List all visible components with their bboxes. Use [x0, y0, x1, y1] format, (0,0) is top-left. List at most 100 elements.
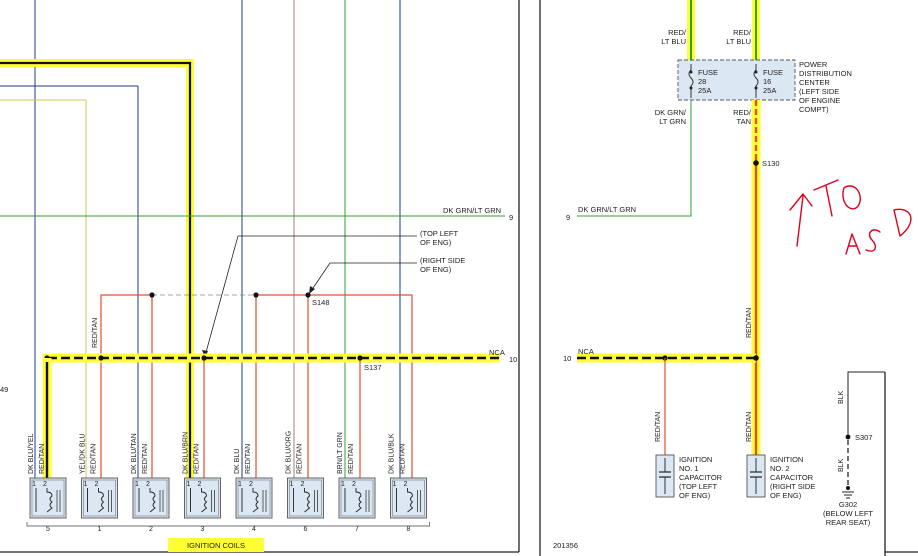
nca-dot-s137: [357, 355, 363, 361]
pdc-label-line2: DISTRIBUTION: [799, 69, 852, 78]
fuse16-out-label-line2: TAN: [737, 117, 751, 126]
coil-pin1-wire-label: DK BLU/TAN: [131, 433, 138, 474]
wire-10-number-right: 10: [563, 354, 571, 363]
cap2-label-line1: IGNITION: [770, 455, 803, 464]
coil-number: 4: [252, 526, 256, 533]
coil-pin2-number: 2: [249, 481, 253, 488]
cap1-label-line2: NO. 1: [679, 464, 699, 473]
coil-connector-inner: [186, 479, 219, 517]
cap2-label-line3: CAPACITOR: [770, 473, 814, 482]
capacitor-2-body: [746, 454, 766, 498]
fuse-16-number: 16: [763, 77, 771, 86]
wire-9-label: DK GRN/LT GRN: [443, 206, 501, 215]
cap1-label-line5: OF ENG): [679, 491, 711, 500]
coil-core-icon: [417, 490, 421, 512]
coil-pin1-wire-label: DK BLU/YEL: [28, 433, 35, 474]
s130-dot: [753, 160, 759, 166]
coil-winding-icon: [190, 488, 208, 513]
coil-connector-inner: [237, 479, 271, 517]
s148-label: S148: [312, 298, 330, 307]
coil-connector-inner: [83, 479, 116, 517]
cap1-wire-label: RED/TAN: [655, 412, 662, 442]
coil-number: 6: [304, 526, 308, 533]
cap1-label-line1: IGNITION: [679, 455, 712, 464]
coil-pin2-wire-label: RED/TAN: [194, 444, 201, 474]
coil-connector-inner: [289, 479, 322, 517]
wire-9-label-right: DK GRN/LT GRN: [578, 205, 636, 214]
coil-pin1-wire-label: DK BLU/BRN: [183, 432, 190, 474]
highlighted-dk-blu-brn-wire: [0, 61, 192, 487]
coil-pin2-wire-label: RED/TAN: [400, 444, 407, 474]
right-panel: RED/ LT BLU RED/ LT BLU FUSE 28 25A FUSE…: [539, 0, 918, 556]
fuse-16-name: FUSE: [763, 68, 783, 77]
splice-dot-s148: [305, 292, 311, 298]
fuse28-feed-label-line2: LT BLU: [661, 37, 686, 46]
wire-9-number-right: 9: [566, 213, 570, 222]
nca-wire-glow: [42, 353, 500, 487]
note-right-side-eng-line1: (RIGHT SIDE: [420, 256, 465, 265]
coil-core-icon: [211, 490, 215, 512]
coil-number: 2: [149, 526, 153, 533]
leader-right-side-eng: [310, 262, 417, 292]
handwritten-t: [813, 179, 839, 217]
note-top-left-eng-line1: (TOP LEFT: [420, 229, 458, 238]
coil-pin1-number: 1: [32, 481, 36, 488]
coil-pin1-wire-label: DK BLU/ORG: [286, 431, 293, 474]
leader-top-left-eng: [204, 235, 417, 357]
red-tan-riser-label: RED/TAN: [746, 308, 753, 338]
fuse-28-pin-bottom: [689, 86, 693, 90]
handwritten-note-to-asd: [789, 179, 912, 255]
cap1-label-line3: CAPACITOR: [679, 473, 723, 482]
fuse28-out-label-line2: LT GRN: [659, 117, 686, 126]
coil-pin2-number: 2: [43, 481, 47, 488]
coil-pin2-number: 2: [146, 481, 150, 488]
pdc-label-line3: CENTER: [799, 78, 830, 87]
handwritten-a: [845, 233, 861, 255]
pdc-label-line1: POWER: [799, 60, 828, 69]
coil-pin1-number: 1: [393, 481, 397, 488]
cap2-label-line5: OF ENG): [770, 491, 802, 500]
coil-pin1-number: 1: [135, 481, 139, 488]
coil-pin2-number: 2: [198, 481, 202, 488]
nca-dot-3: [201, 355, 207, 361]
left-panel: DK GRN/LT GRN 9 (TOP LEFT OF ENG) (RIGHT…: [0, 0, 520, 553]
coil-core-icon: [314, 490, 318, 512]
ground-label-line2: (BELOW LEFT: [823, 509, 873, 518]
pdc-label-line4: (LEFT SIDE: [799, 87, 839, 96]
power-distribution-center-box: [677, 59, 796, 101]
g302-ground-dot: [846, 486, 850, 490]
nca-dot-2: [98, 355, 104, 361]
fuse-16-pin-top: [754, 70, 758, 74]
coil-pin2-wire-label: RED/TAN: [91, 444, 98, 474]
coil-connector-inner: [134, 479, 168, 517]
note-top-left-eng-line2: OF ENG): [420, 238, 452, 247]
coil-pin1-number: 1: [187, 481, 191, 488]
coil-pin2-wire-label: RED/TAN: [39, 444, 46, 474]
handwritten-o: [842, 185, 861, 210]
coil-core-icon: [262, 490, 267, 512]
fuse-28-rating: 25A: [698, 86, 711, 95]
capacitor-1-body: [655, 454, 675, 498]
coil-pin1-number: 1: [290, 481, 294, 488]
coil-core-icon: [108, 490, 112, 512]
s307-label: S307: [855, 433, 873, 442]
coil-pin1-wire-label: DK BLU: [234, 449, 241, 474]
pdc-label-line5: OF ENGINE: [799, 96, 840, 105]
coil-number: 1: [98, 526, 102, 533]
coil-pin2-number: 2: [404, 481, 408, 488]
coil-winding-icon: [241, 488, 259, 513]
coil-pin2-wire-label: RED/TAN: [297, 444, 304, 474]
coil-connector-inner: [340, 479, 374, 517]
ignition-coils-label-bg: [168, 538, 264, 552]
red-tan-bus-left: [100, 294, 153, 487]
leader-arrow-right-side: [309, 286, 315, 294]
dk-grn-lt-grn-wire-right: [577, 100, 692, 217]
coil-pin2-number: 2: [352, 481, 356, 488]
handwritten-arrow: [789, 193, 813, 247]
coil-pin2-wire-label: RED/TAN: [142, 444, 149, 474]
